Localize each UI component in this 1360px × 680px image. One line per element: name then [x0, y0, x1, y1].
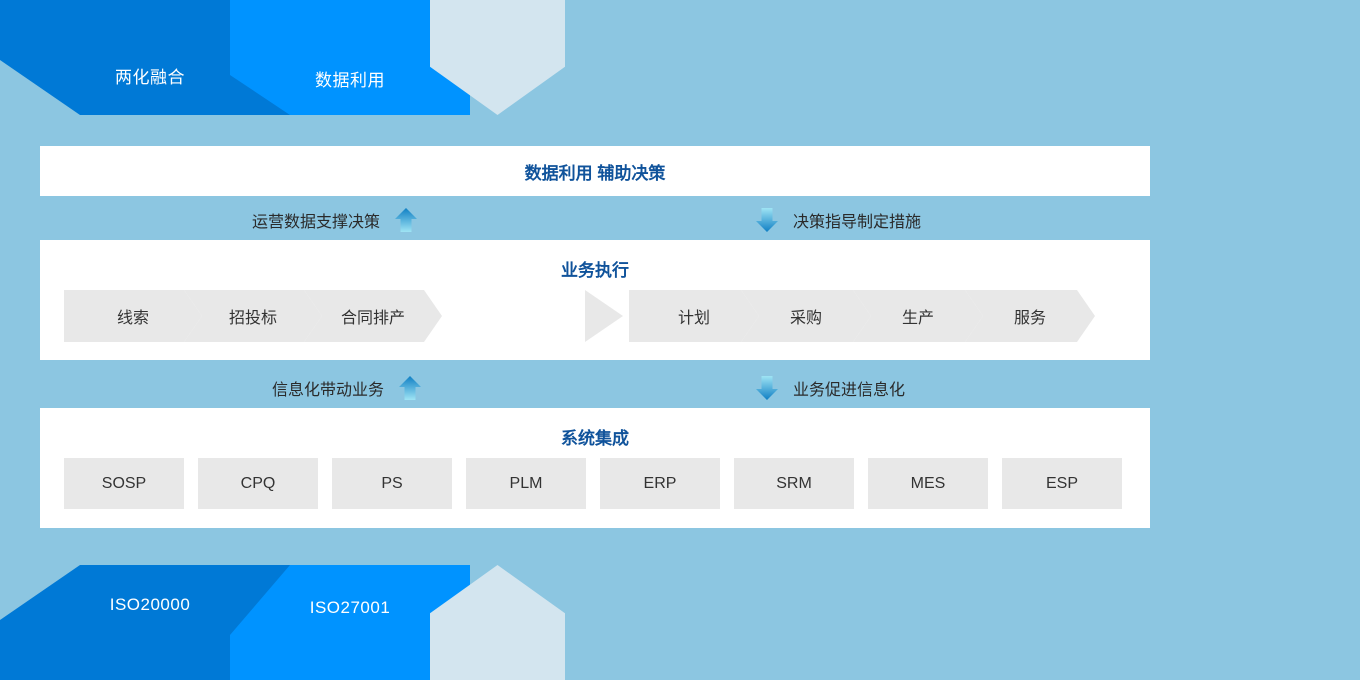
system-box-label: SRM: [776, 474, 812, 492]
system-box-mes[interactable]: MES: [868, 458, 988, 509]
arrow-row-1-right-label: 决策指导制定措施: [793, 214, 922, 231]
arrow-row-2-right-label: 业务促进信息化: [793, 382, 906, 399]
arrow-item-business-promotes-it: 业务促进信息化: [755, 375, 905, 401]
banner-bottom-2-label: ISO27001: [309, 597, 391, 617]
process-step-label: 采购: [789, 310, 822, 327]
decision-panel: 数据利用 辅助决策: [40, 146, 1150, 196]
process-step-shengchan[interactable]: 生产: [853, 290, 983, 342]
system-box-esp[interactable]: ESP: [1002, 458, 1122, 509]
process-arrowhead-icon: [585, 290, 623, 342]
system-box-label: ESP: [1045, 474, 1078, 492]
business-steps-right: 计划 采购 生产 服务: [585, 290, 1077, 342]
system-box-label: PS: [381, 474, 403, 492]
arrow-row-2-left-label: 信息化带动业务: [272, 382, 385, 399]
arrow-item-operational-data: 运营数据支撑决策: [252, 207, 418, 233]
process-step-label: 生产: [901, 310, 934, 327]
systems-panel-title: 系统集成: [561, 429, 629, 448]
arrow-row-decision: 运营数据支撑决策 决策指导制定措施: [40, 198, 1150, 242]
system-box-label: PLM: [509, 474, 543, 492]
arrow-row-1-left-label: 运营数据支撑决策: [252, 214, 381, 231]
process-step-xiansuo[interactable]: 线索: [64, 290, 202, 342]
arrow-row-informatization: 信息化带动业务 业务促进信息化: [40, 366, 1150, 410]
decision-panel-title: 数据利用 辅助决策: [524, 163, 666, 183]
process-step-fuwu[interactable]: 服务: [965, 290, 1095, 342]
system-box-erp[interactable]: ERP: [600, 458, 720, 509]
system-box-cpq[interactable]: CPQ: [198, 458, 318, 509]
process-step-label: 服务: [1013, 310, 1046, 327]
banner-top-2-label: 数据利用: [315, 71, 385, 90]
business-steps-left: 线索 招投标 合同排产: [64, 290, 424, 342]
arrow-down-icon: [756, 376, 778, 400]
system-box-label: MES: [910, 474, 946, 492]
system-box-sosp[interactable]: SOSP: [64, 458, 184, 509]
system-box-label: ERP: [643, 474, 677, 492]
arrow-up-icon: [395, 208, 418, 232]
arrow-up-icon: [399, 376, 422, 400]
arrow-item-it-drives-business: 信息化带动业务: [272, 375, 422, 401]
process-step-caigou[interactable]: 采购: [741, 290, 871, 342]
top-banner-band: 两化融合 数据利用: [0, 0, 1360, 115]
process-step-label: 合同排产: [340, 310, 405, 327]
banner-bottom-1-label: ISO20000: [109, 594, 191, 614]
process-step-hetongpaichan[interactable]: 合同排产: [304, 290, 442, 342]
arrow-down-icon: [756, 208, 778, 232]
system-box-srm[interactable]: SRM: [734, 458, 854, 509]
process-step-label: 招投标: [228, 310, 277, 327]
system-box-group: SOSP CPQ PS PLM ERP SRM MES ESP: [64, 458, 1122, 509]
business-panel-title: 业务执行: [561, 261, 629, 280]
system-box-ps[interactable]: PS: [332, 458, 452, 509]
arrow-item-decision-guides: 决策指导制定措施: [755, 207, 921, 233]
process-step-label: 线索: [116, 310, 149, 327]
process-step-zhaotoubiao[interactable]: 招投标: [184, 290, 322, 342]
process-step-jihua[interactable]: 计划: [629, 290, 759, 342]
system-box-label: SOSP: [101, 474, 147, 492]
process-step-label: 计划: [677, 310, 710, 327]
banner-top-1-label: 两化融合: [115, 68, 185, 87]
bottom-banner-band: ISO20000 ISO27001: [0, 565, 1360, 680]
system-box-plm[interactable]: PLM: [466, 458, 586, 509]
system-box-label: CPQ: [240, 474, 276, 492]
